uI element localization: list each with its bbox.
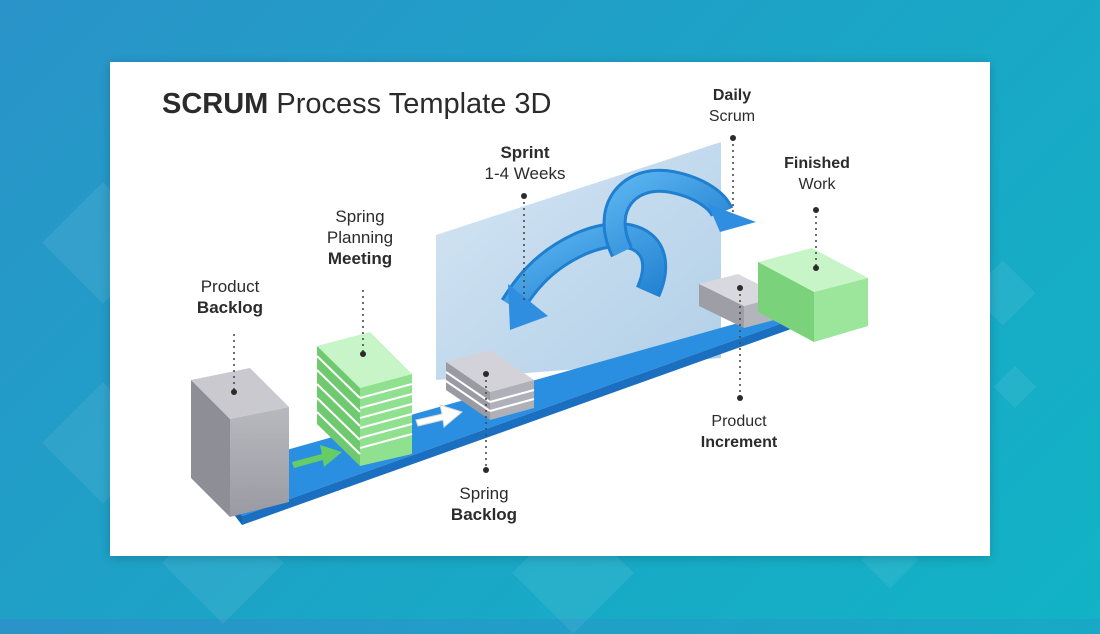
- sprint-panel: [436, 142, 721, 380]
- label-line: Increment: [700, 434, 778, 451]
- label-line: Product: [200, 277, 260, 296]
- label-finished-work: Finished Work: [762, 153, 872, 195]
- label-line: Daily: [712, 87, 752, 104]
- product-backlog-box: [191, 368, 289, 517]
- sprint-cycle-arrow: [500, 168, 756, 330]
- slide-title: SCRUM Process Template 3D: [162, 88, 552, 121]
- title-bold: SCRUM: [162, 88, 269, 120]
- finished-work-box: [758, 248, 868, 342]
- slide-card: SCRUM Process Template 3D: [110, 62, 990, 556]
- label-line: Spring: [459, 484, 509, 503]
- label-line: 1-4 Weeks: [484, 164, 566, 183]
- label-product-increment: Product Increment: [680, 411, 798, 453]
- leader-dots: [231, 135, 819, 473]
- title-rest: Process Template 3D: [276, 88, 552, 120]
- label-spring-planning-meeting: Spring Planning Meeting: [310, 206, 410, 269]
- white-flow-arrow: [415, 404, 464, 428]
- leader-lines: [233, 138, 817, 470]
- green-flow-arrow: [292, 445, 342, 468]
- label-line: Backlog: [196, 298, 264, 317]
- background-diamond: [993, 365, 1037, 409]
- label-line: Work: [798, 176, 836, 193]
- label-line: Finished: [784, 155, 850, 172]
- label-product-backlog: Product Backlog: [180, 276, 280, 318]
- scrum-process-diagram: [191, 135, 868, 525]
- label-line: Backlog: [450, 505, 518, 524]
- spring-backlog-stack: [445, 350, 535, 420]
- label-line: Meeting: [327, 249, 393, 268]
- label-line: Scrum: [708, 108, 756, 125]
- label-spring-backlog: Spring Backlog: [434, 483, 534, 525]
- label-line: Spring: [335, 207, 385, 226]
- label-line: Planning: [326, 228, 394, 247]
- label-daily-scrum: Daily Scrum: [682, 85, 782, 127]
- label-sprint: Sprint 1-4 Weeks: [465, 142, 585, 184]
- planning-meeting-stack: [316, 332, 413, 466]
- label-line: Product: [711, 413, 767, 430]
- label-line: Sprint: [500, 143, 550, 162]
